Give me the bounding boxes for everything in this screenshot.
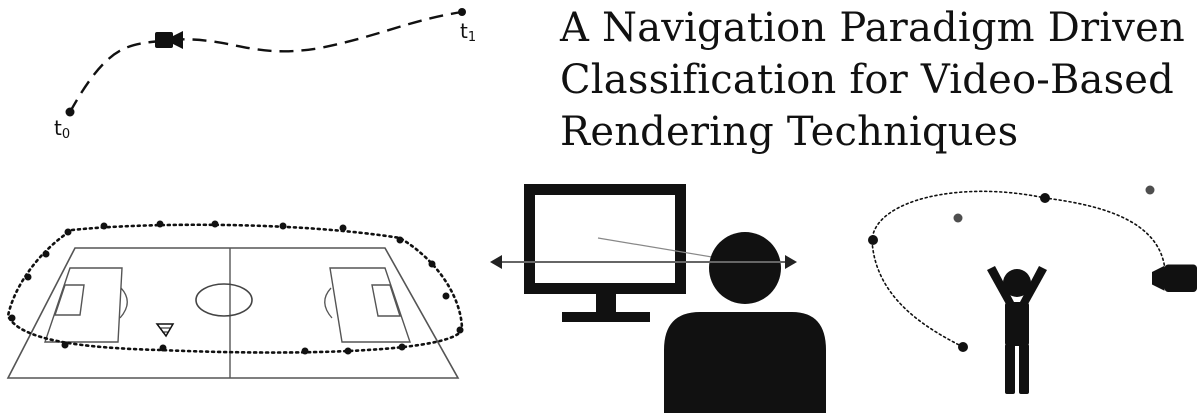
right-goal-area (371, 284, 401, 317)
trajectory-start-point (65, 107, 75, 117)
camera-icon (155, 323, 175, 338)
trajectory-end-point (458, 8, 466, 16)
right-arrowhead (785, 255, 797, 269)
camera-ring (6, 223, 464, 354)
left-arrowhead (490, 255, 502, 269)
svg-text:t0: t0 (54, 116, 70, 142)
center-circle (195, 283, 253, 317)
title-line-1: A Navigation Paradigm Driven (560, 5, 1185, 51)
path-keyframe (958, 342, 968, 352)
video-camera-icon (1152, 264, 1197, 292)
free-camera-path (871, 190, 1166, 348)
left-penalty-arc (119, 287, 128, 319)
soccer-field (6, 220, 464, 379)
person-icon (664, 232, 826, 413)
trajectory-start-subscript: 0 (62, 127, 70, 142)
trajectory-path (68, 10, 463, 113)
blurred-point (1145, 185, 1155, 195)
left-penalty-area (44, 267, 123, 343)
trajectory-end-subscript: 1 (468, 30, 476, 45)
trajectory-end-label: t (460, 19, 468, 43)
trajectory-start-label: t (54, 116, 62, 140)
right-penalty-area (329, 267, 411, 343)
title-line-3: Rendering Techniques (560, 109, 1019, 155)
blurred-point (953, 213, 963, 223)
path-keyframe (868, 235, 878, 245)
camera-trajectory: t0 t1 (54, 8, 476, 142)
path-keyframe (1040, 193, 1050, 203)
field-outline (6, 247, 460, 379)
free-viewpoint-scene (868, 185, 1197, 394)
monitor-viewer-scene (490, 184, 826, 413)
camera-ring-positions (8, 220, 464, 355)
left-goal-area (54, 284, 85, 316)
right-penalty-arc (324, 287, 333, 319)
svg-text:t1: t1 (460, 19, 476, 45)
figure-title: A Navigation Paradigm Driven Classificat… (560, 2, 1200, 158)
monitor-icon (524, 184, 686, 322)
title-line-2: Classification for Video-Based (560, 57, 1174, 103)
video-camera-icon (155, 31, 183, 49)
person-arms-raised-icon (987, 266, 1047, 394)
